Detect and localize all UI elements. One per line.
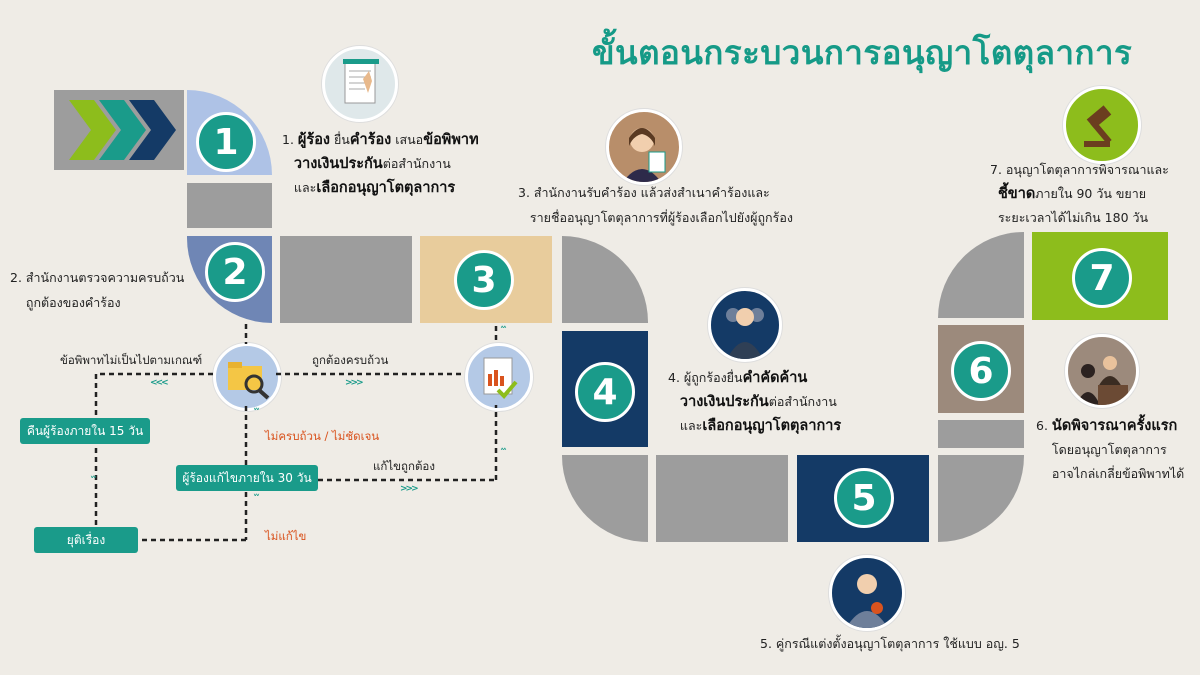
flow-label-incomplete: ไม่ครบถ้วน / ไม่ชัดเจน — [265, 429, 380, 443]
magnifier-folder-icon — [213, 343, 281, 411]
step3-number: 3 — [454, 250, 514, 310]
step1-number: 1 — [196, 112, 256, 172]
arrow-marker: ˅˅ — [90, 476, 97, 486]
flow-label-fixed: แก้ไขถูกต้อง — [373, 459, 435, 473]
report-check-icon — [465, 343, 533, 411]
arrow-marker: ˄˄ — [500, 448, 507, 458]
path-tile — [656, 455, 788, 542]
arrow-marker: ˅˅ — [253, 494, 260, 504]
step7-number: 7 — [1072, 248, 1132, 308]
page-title: ขั้นตอนกระบวนการอนุญาโตตุลาการ — [592, 33, 1133, 72]
arrow-marker: <<< — [150, 378, 169, 388]
gavel-icon — [1063, 86, 1141, 164]
step6-number: 6 — [951, 341, 1011, 401]
lawyers-icon — [708, 288, 782, 362]
step3-text: 3. สำนักงานรับคำร้อง แล้วส่งสำเนาคำร้องแ… — [518, 185, 793, 225]
terminate-box: ยุติเรื่อง — [34, 527, 138, 553]
step1-text: 1. ผู้ร้อง ยื่นคำร้อง เสนอข้อพิพาท วางเง… — [282, 132, 479, 196]
arrow-marker: ˅˅ — [253, 408, 260, 418]
return-15-days-box: คืนผู้ร้องภายใน 15 วัน — [20, 418, 150, 444]
clerk-icon — [606, 109, 682, 185]
chevron-arrows-icon — [69, 100, 176, 160]
meeting-icon — [1065, 334, 1139, 408]
flow-label-not-fixed: ไม่แก้ไข — [265, 529, 307, 543]
path-tile — [280, 236, 412, 323]
step2-number: 2 — [205, 242, 265, 302]
step4-text: 4. ผู้ถูกร้องยื่นคำคัดค้าน วางเงินประกัน… — [668, 370, 842, 434]
path-tile — [187, 183, 272, 228]
arrow-marker: >>> — [345, 378, 364, 388]
document-icon — [322, 46, 398, 122]
step6-text: 6. นัดพิจารณาครั้งแรก โดยอนุญาโตตุลาการ … — [1036, 418, 1185, 481]
flow-label-not-criteria: ข้อพิพาทไม่เป็นไปตามเกณฑ์ — [60, 353, 203, 367]
path-tile — [938, 420, 1024, 448]
official-icon — [829, 555, 905, 631]
step5-number: 5 — [834, 468, 894, 528]
fix-30-days-box: ผู้ร้องแก้ไขภายใน 30 วัน — [176, 465, 318, 491]
step7-text: 7. อนุญาโตตุลาการพิจารณาและ ชี้ขาดภายใน … — [990, 162, 1169, 225]
flow-label-complete: ถูกต้องครบถ้วน — [312, 353, 389, 367]
arrow-marker: >>> — [400, 484, 419, 494]
step2-text: 2. สำนักงานตรวจความครบถ้วน ถูกต้องของคำร… — [10, 270, 185, 310]
chevron-logo — [54, 90, 184, 170]
step4-number: 4 — [575, 362, 635, 422]
arrow-marker: ˄˄ — [500, 326, 507, 336]
step5-text: 5. คู่กรณีแต่งตั้งอนุญาโตตุลาการ ใช้แบบ … — [760, 636, 1020, 651]
